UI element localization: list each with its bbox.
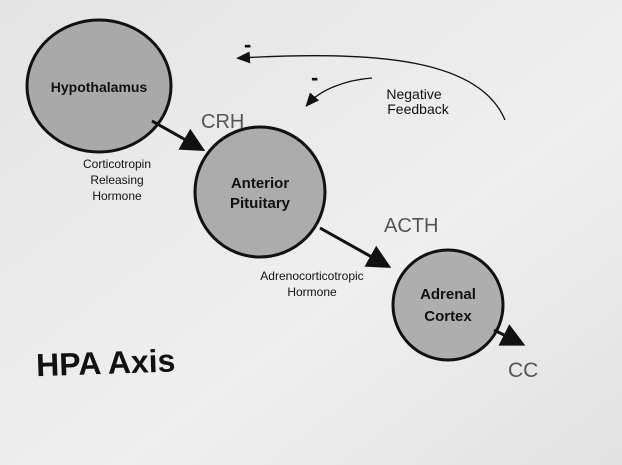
feedback-minus-1: - <box>244 32 251 57</box>
anterior-pituitary-node: Anterior Pituitary <box>193 125 327 259</box>
crh-arrow <box>151 119 206 151</box>
pituitary-label-2: Pituitary <box>230 195 291 212</box>
acth-label: ACTH <box>384 215 438 237</box>
cc-arrow <box>493 324 526 346</box>
cc-label: CC <box>508 359 538 382</box>
feedback-arrow-short <box>305 77 373 108</box>
crh-full-1: Corticotropin <box>83 157 151 171</box>
crh-full-2: Releasing <box>90 173 143 187</box>
negative-feedback-label-2: Feedback <box>387 101 449 117</box>
adrenal-label-2: Cortex <box>424 308 472 325</box>
pituitary-label-1: Anterior <box>231 175 290 192</box>
hypothalamus-label: Hypothalamus <box>51 79 148 95</box>
negative-feedback-label-1: Negative <box>386 86 441 102</box>
feedback-arrow-long <box>236 51 506 121</box>
crh-full-3: Hormone <box>92 189 142 203</box>
acth-full-1: Adrenocorticotropic <box>260 269 363 283</box>
hypothalamus-node: Hypothalamus <box>25 18 173 154</box>
acth-full-2: Hormone <box>287 285 337 299</box>
crh-label: CRH <box>201 111 244 133</box>
diagram-title: HPA Axis <box>35 342 175 383</box>
feedback-minus-2: - <box>311 65 318 90</box>
acth-arrow <box>319 226 392 268</box>
adrenal-label-1: Adrenal <box>420 286 476 303</box>
adrenal-cortex-node: Adrenal Cortex <box>391 248 505 362</box>
